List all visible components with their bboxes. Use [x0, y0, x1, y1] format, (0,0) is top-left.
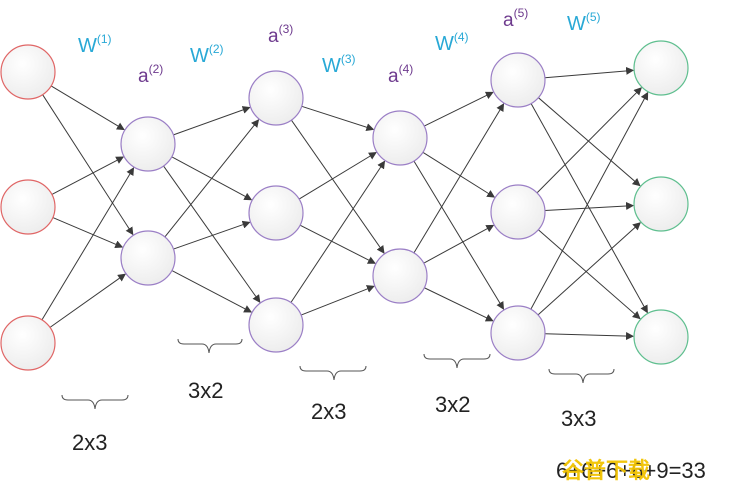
- edge-l5-n2-to-n2: [544, 201, 635, 211]
- edge-l2-n1-to-n1: [173, 106, 251, 136]
- neuron-h4-3: [490, 305, 546, 361]
- edge-l5-n2-to-n1: [536, 87, 642, 194]
- weight-label-w3: W(3): [322, 52, 356, 77]
- edge-l1-n1-to-n1: [50, 85, 125, 131]
- neuron-output-1: [633, 40, 689, 96]
- edge-l5-n3-to-n2: [537, 222, 641, 316]
- dimension-brace-4: [423, 353, 491, 369]
- connection-edges: [41, 66, 649, 341]
- dimension-label-2: 3x2: [188, 378, 223, 403]
- dimension-brace-2: [177, 338, 243, 354]
- edge-l4-n2-to-n2: [423, 224, 495, 264]
- edge-l2-n2-to-n1: [164, 119, 260, 238]
- neuron-h2-2: [248, 185, 304, 241]
- neuron-input-1: [0, 44, 56, 100]
- edge-l5-n3-to-n3: [544, 332, 635, 341]
- edge-l3-n1-to-n2: [291, 119, 385, 254]
- edge-l5-n2-to-n3: [537, 229, 641, 320]
- weight-label-w2: W(2): [190, 42, 224, 67]
- neuron-nodes: [0, 40, 689, 371]
- watermark-text: 谷普下载: [562, 458, 650, 484]
- neuron-h1-2: [120, 230, 176, 286]
- dimension-label-4: 3x2: [435, 392, 470, 417]
- edge-l1-n3-to-n1: [41, 167, 135, 321]
- weight-label-w1: W(1): [78, 32, 112, 57]
- weight-label-w5: W(5): [567, 10, 601, 35]
- neuron-output-2: [633, 176, 689, 232]
- edge-l1-n1-to-n2: [42, 94, 134, 236]
- edge-l5-n1-to-n1: [544, 66, 635, 79]
- edge-l3-n3-to-n1: [290, 160, 386, 303]
- dimension-label-3: 2x3: [311, 399, 346, 424]
- edge-l4-n1-to-n1: [424, 91, 494, 127]
- weight-label-w4: W(4): [435, 30, 469, 55]
- edge-l3-n2-to-n1: [298, 151, 377, 200]
- neuron-h4-1: [490, 52, 546, 108]
- dimension-label-5: 3x3: [561, 406, 596, 431]
- dimension-brace-1: [61, 394, 129, 410]
- edge-l1-n2-to-n2: [52, 217, 124, 248]
- edge-l4-n1-to-n2: [422, 151, 496, 198]
- neuron-input-3: [0, 315, 56, 371]
- edge-l2-n1-to-n3: [163, 165, 261, 303]
- parameter-count-formula: 6+6+6+6+9=33: [556, 458, 706, 483]
- edge-l2-n2-to-n3: [171, 270, 253, 313]
- edge-l2-n2-to-n2: [173, 220, 251, 250]
- dimension-label-1: 2x3: [72, 430, 107, 455]
- activation-label-a4: a(4): [388, 62, 413, 87]
- neuron-h4-2: [490, 184, 546, 240]
- neuron-h3-2: [372, 248, 428, 304]
- neuron-h2-3: [248, 297, 304, 353]
- edge-l5-n1-to-n2: [538, 97, 641, 187]
- activation-label-a2: a(2): [138, 62, 163, 87]
- neuron-output-3: [633, 309, 689, 365]
- neuron-h3-1: [372, 110, 428, 166]
- edge-l3-n3-to-n2: [300, 285, 375, 316]
- dimension-brace-3: [299, 365, 367, 381]
- neuron-h1-1: [120, 116, 176, 172]
- edge-l4-n2-to-n1: [413, 103, 505, 254]
- neuron-h2-1: [248, 70, 304, 126]
- neuron-input-2: [0, 179, 56, 235]
- activation-label-a5: a(5): [503, 6, 528, 31]
- edge-l3-n2-to-n2: [299, 224, 376, 264]
- edge-l5-n3-to-n1: [530, 91, 649, 310]
- edge-l4-n2-to-n3: [424, 287, 494, 322]
- activation-label-a3: a(3): [268, 22, 293, 47]
- edge-l4-n1-to-n3: [413, 160, 505, 310]
- edge-l3-n1-to-n1: [301, 105, 375, 132]
- edge-l1-n3-to-n2: [49, 273, 126, 328]
- edge-l1-n2-to-n1: [51, 156, 125, 195]
- dimension-brace-5: [548, 368, 615, 384]
